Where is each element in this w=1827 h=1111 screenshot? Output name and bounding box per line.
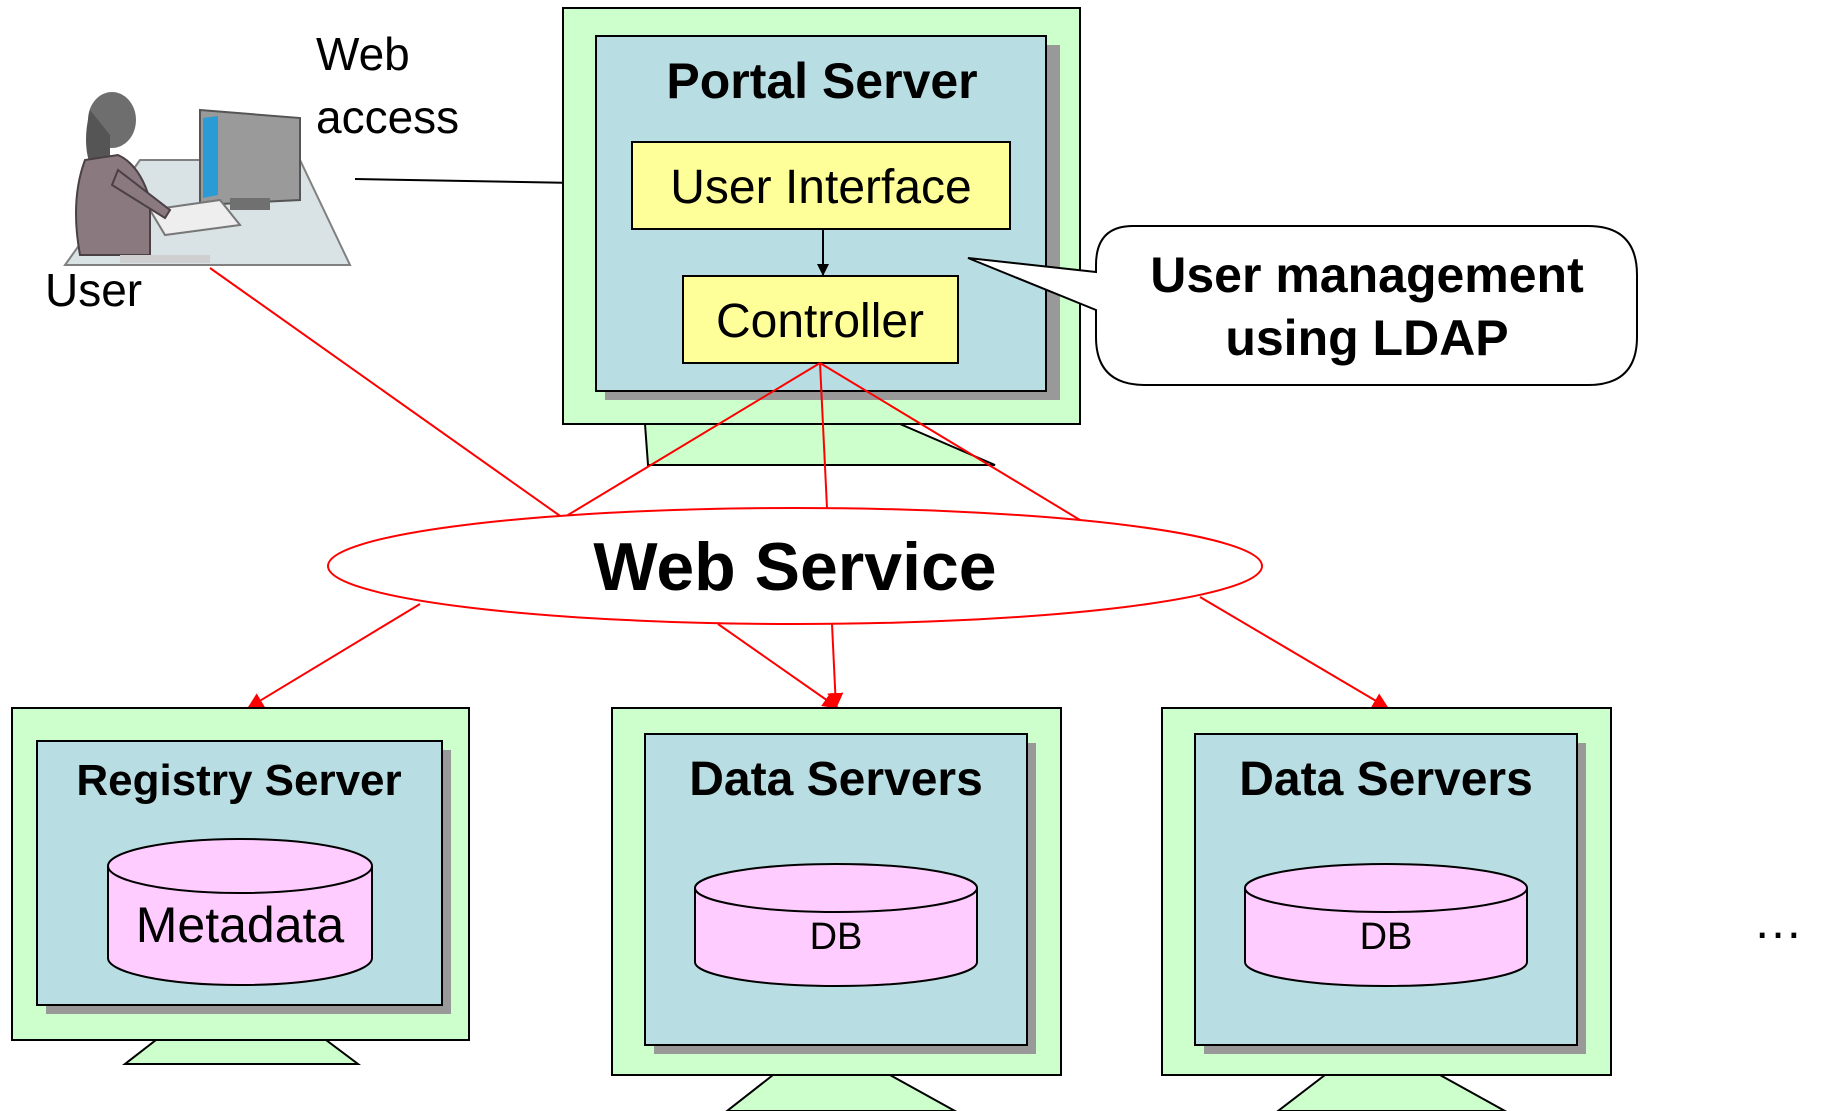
db-2-label: DB — [1360, 916, 1413, 958]
user-interface-box — [631, 141, 1011, 230]
connection-lines — [209, 267, 1389, 709]
user-label: User — [45, 264, 142, 316]
portal-server-title: Portal Server — [666, 53, 977, 109]
web-service-label: Web Service — [593, 529, 996, 605]
db-2-database-icon — [1244, 863, 1528, 987]
callout-line1: User management — [1150, 247, 1584, 303]
user-workstation-icon — [63, 92, 352, 266]
webservice-to-registry-arrow — [247, 603, 421, 709]
metadata-database-icon — [107, 838, 373, 986]
webservice-to-data1-arrow-b — [827, 623, 844, 709]
controller-to-webservice-line-mid — [819, 362, 828, 509]
ldap-callout-bubble — [967, 225, 1638, 386]
web-access-label-line1: Web — [316, 28, 410, 80]
more-servers-ellipsis: … — [1753, 893, 1803, 949]
data-server-1-title: Data Servers — [689, 753, 983, 806]
webservice-to-data2-arrow — [1199, 596, 1389, 709]
db-1-database-icon — [694, 863, 978, 987]
callout-line2: using LDAP — [1225, 310, 1508, 366]
web-access-label-line2: access — [316, 91, 459, 143]
controller-box — [682, 275, 959, 364]
user-to-webservice-line — [209, 267, 564, 519]
controller-to-webservice-line-right — [819, 362, 1081, 521]
data-server-2-title: Data Servers — [1239, 753, 1533, 806]
webservice-to-data1-arrow-a — [717, 623, 839, 709]
web-service-ellipse — [327, 507, 1263, 625]
controller-to-webservice-line-left — [562, 362, 821, 519]
controller-label: Controller — [716, 295, 924, 348]
metadata-label: Metadata — [136, 897, 345, 953]
db-1-label: DB — [810, 916, 863, 958]
user-interface-label: User Interface — [670, 161, 971, 214]
registry-server-title: Registry Server — [76, 756, 401, 805]
